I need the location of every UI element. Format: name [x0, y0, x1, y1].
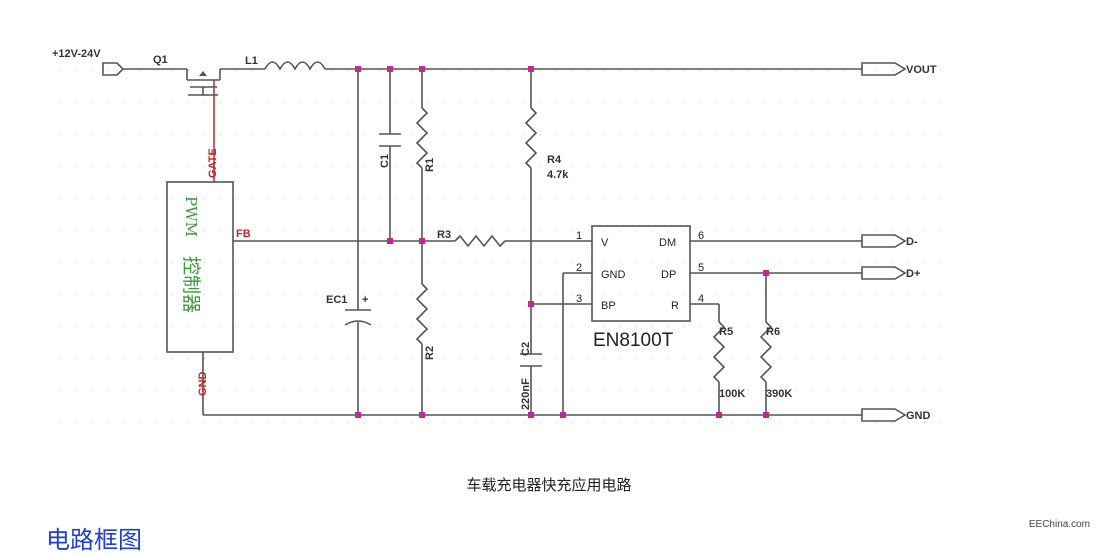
l1-inductor [264, 61, 326, 71]
r5-resistor [712, 321, 726, 383]
q1-label: Q1 [153, 54, 168, 66]
background-grid [60, 70, 942, 424]
wires [123, 68, 862, 416]
dminus-port [861, 234, 907, 248]
input-voltage-label: +12V-24V [52, 48, 101, 60]
r2-label: R2 [424, 346, 436, 360]
ic-pin2-name: GND [601, 269, 626, 281]
l1-label: L1 [245, 55, 258, 67]
dminus-label: D- [906, 236, 918, 248]
schematic-diagram: +12V-24V Q1 L1 GATE FB GND PWM 控制器 C1 R1… [52, 48, 942, 424]
ic-pin2-num: 2 [576, 262, 582, 274]
vout-port [861, 62, 907, 76]
ic-pin4-num: 4 [698, 293, 704, 305]
r6-resistor [759, 321, 773, 383]
ic-pin1-num: 1 [576, 230, 582, 242]
en8100t-ic [591, 225, 691, 322]
c1-label: C1 [379, 154, 391, 168]
vout-label: VOUT [906, 64, 937, 76]
dplus-port [861, 266, 907, 280]
ec1-capacitor [344, 309, 372, 326]
gnd-port [861, 408, 907, 422]
pwm-text: PWM [182, 196, 200, 237]
r1-label: R1 [424, 158, 436, 172]
c2-label: C2 [520, 342, 532, 356]
ic-pin6-num: 6 [698, 230, 704, 242]
c2-value: 220nF [520, 378, 532, 410]
r3-label: R3 [437, 229, 451, 241]
r1-resistor [415, 107, 429, 169]
r4-value: 4.7k [547, 169, 569, 181]
section-heading: 电路框图 [46, 526, 142, 554]
c1-capacitor [379, 133, 401, 147]
ec1-polarity: + [362, 294, 368, 306]
ic-name: EN8100T [593, 330, 674, 351]
junction-nodes [355, 66, 769, 418]
r6-value: 390K [766, 388, 792, 400]
pwm-controller [166, 181, 234, 353]
r5-value: 100K [719, 388, 745, 400]
ic-pin1-name: V [601, 237, 609, 249]
ic-pin3-num: 3 [576, 293, 582, 305]
q1-mosfet [186, 69, 221, 96]
ic-pin5-name: DP [661, 269, 676, 281]
gnd-port-label: GND [906, 410, 931, 422]
fb-label: FB [236, 228, 251, 240]
gate-label: GATE [207, 148, 219, 178]
input-port [102, 62, 125, 76]
figure-caption: 车载充电器快充应用电路 [466, 476, 632, 494]
gnd-pin-label: GND [197, 372, 209, 397]
r2-resistor [415, 283, 429, 345]
r6-label: R6 [766, 326, 780, 338]
c2-capacitor [520, 353, 542, 367]
ic-pin4-name: R [671, 300, 679, 312]
ic-pin6-name: DM [659, 237, 676, 249]
r4-label: R4 [547, 154, 562, 166]
controller-text: 控制器 [180, 256, 202, 313]
r4-resistor [524, 107, 538, 169]
ic-pin5-num: 5 [698, 262, 704, 274]
r3-resistor [454, 234, 506, 248]
dplus-label: D+ [906, 268, 920, 280]
ic-pin3-name: BP [601, 300, 616, 312]
r5-label: R5 [719, 326, 733, 338]
brand-watermark: EEChina.com [1028, 519, 1090, 530]
ec1-label: EC1 [326, 294, 347, 306]
